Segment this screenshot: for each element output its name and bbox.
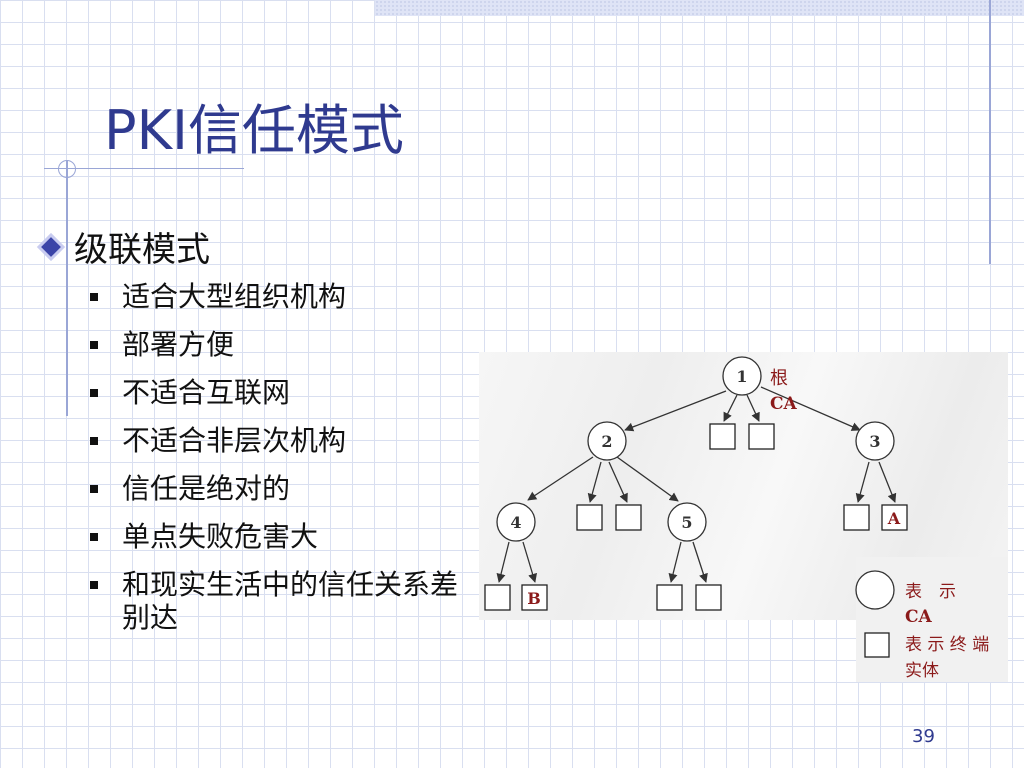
sub-bullet-text: 和现实生活中的信任关系差别达	[122, 568, 459, 634]
page-number: 39	[912, 726, 935, 747]
legend-entity-text: 实体	[905, 661, 939, 681]
ca-node: 5	[667, 502, 707, 542]
ca-node-label: 4	[510, 513, 521, 532]
end-entity-boxes	[484, 423, 908, 611]
decorative-horizontal-line	[44, 168, 244, 169]
edge-3-box	[855, 461, 870, 503]
decorative-vertical-line-right	[989, 0, 991, 264]
square-bullet-icon	[90, 293, 98, 301]
ca-node: 3	[855, 421, 895, 461]
decorative-circle	[58, 160, 76, 178]
edge-1-2	[624, 390, 727, 432]
end-entity-box	[576, 504, 603, 531]
end-entity-box	[484, 584, 511, 611]
top-decoration-band	[375, 0, 1024, 16]
edge-2-box	[608, 461, 628, 503]
sub-bullet-text: 单点失败危害大	[122, 520, 319, 553]
ca-node-label: 1	[736, 367, 747, 386]
end-entity-box	[709, 423, 736, 450]
decorative-vertical-line-left	[66, 160, 68, 416]
sub-bullet-text: 不适合非层次机构	[122, 424, 347, 457]
square-bullet-icon	[90, 437, 98, 445]
diagram-svg: 1 2 3 4 5 根 CA	[484, 356, 989, 681]
end-entity-box-b	[521, 584, 548, 611]
sub-bullet-text: 不适合互联网	[122, 376, 291, 409]
list-item: 不适合非层次机构	[90, 424, 472, 457]
entity-a-label: A	[887, 509, 901, 528]
edge-2-5	[616, 456, 679, 502]
ca-node-label: 5	[681, 513, 692, 532]
entity-b-label: B	[527, 589, 541, 608]
edge-3-a	[878, 461, 897, 503]
edge-2-box	[587, 461, 602, 503]
ca-node: 4	[496, 502, 536, 542]
ca-node: 2	[587, 421, 627, 461]
edge-1-box	[746, 394, 760, 422]
edge-2-4	[527, 456, 594, 501]
end-entity-box	[748, 423, 775, 450]
square-bullet-icon	[90, 581, 98, 589]
legend-ca-text: 表 示	[905, 582, 956, 602]
edge-1-3	[760, 386, 861, 431]
list-item: 适合大型组织机构	[90, 280, 472, 313]
legend-ca-circle-icon	[855, 570, 895, 610]
square-bullet-icon	[90, 485, 98, 493]
main-bullet: 级联模式	[38, 222, 210, 271]
edge-4-b	[522, 541, 538, 583]
square-bullet-icon	[90, 389, 98, 397]
main-bullet-text: 级联模式	[74, 230, 210, 270]
list-item: 不适合互联网	[90, 376, 472, 409]
legend-ca-text: CA	[905, 607, 933, 627]
list-item: 和现实生活中的信任关系差别达	[90, 568, 472, 634]
sub-bullet-text: 信任是绝对的	[122, 472, 291, 505]
end-entity-box	[656, 584, 683, 611]
square-bullet-icon	[90, 533, 98, 541]
end-entity-box	[695, 584, 722, 611]
legend-entity-square-icon	[864, 632, 890, 658]
end-entity-box	[615, 504, 642, 531]
diamond-bullet-icon	[41, 236, 61, 257]
edge-4-box	[496, 541, 510, 583]
square-bullet-icon	[90, 341, 98, 349]
end-entity-box	[843, 504, 870, 531]
root-ca-label: CA	[770, 394, 798, 414]
sub-bullet-list: 适合大型组织机构 部署方便 不适合互联网 不适合非层次机构 信任是绝对的 单点失…	[90, 280, 472, 649]
trust-hierarchy-diagram: 1 2 3 4 5 根 CA	[479, 352, 1008, 682]
list-item: 单点失败危害大	[90, 520, 472, 553]
edge-1-box	[723, 394, 738, 422]
diagram-edges	[496, 386, 897, 583]
sub-bullet-text: 适合大型组织机构	[122, 280, 347, 313]
slide-title: PKI信任模式	[104, 99, 404, 162]
ca-node-label: 2	[601, 432, 612, 451]
legend-entity-text: 表 示 终 端	[905, 635, 989, 655]
edge-5-box	[668, 541, 682, 583]
sub-bullet-text: 部署方便	[122, 328, 235, 361]
list-item: 信任是绝对的	[90, 472, 472, 505]
ca-node-label: 3	[869, 432, 880, 451]
end-entity-box-a	[881, 504, 908, 531]
list-item: 部署方便	[90, 328, 472, 361]
ca-node: 1	[722, 356, 762, 396]
edge-5-box	[692, 541, 708, 583]
root-ca-label: 根	[770, 368, 788, 389]
